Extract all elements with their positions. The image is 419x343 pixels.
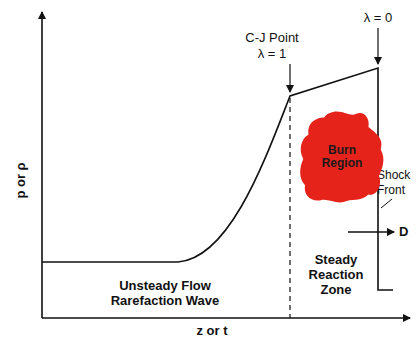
plot-label: D [399, 224, 408, 239]
plot-label: p or ρ [13, 162, 28, 198]
blob-outline [300, 112, 383, 203]
plot-label: Shock Front [377, 168, 417, 198]
cj-divider [289, 98, 290, 318]
x-axis [42, 317, 410, 319]
shock-leader [381, 199, 392, 208]
region-text: Burn Region [315, 144, 369, 170]
burn-region-blob: Burn Region [298, 110, 386, 204]
plot-label: Unsteady Flow Rarefaction Wave [95, 278, 235, 308]
plot-label: λ = 1 [258, 46, 287, 61]
plot-label: z or t [196, 323, 227, 338]
plot-label: Steady Reaction Zone [297, 252, 375, 297]
cj-pointer [289, 64, 290, 92]
y-axis [41, 12, 43, 318]
plot-label: λ = 0 [364, 10, 393, 25]
velocity-arrow [348, 231, 394, 233]
lambda0-pointer [377, 28, 378, 64]
plot-label: C-J Point [245, 30, 298, 45]
